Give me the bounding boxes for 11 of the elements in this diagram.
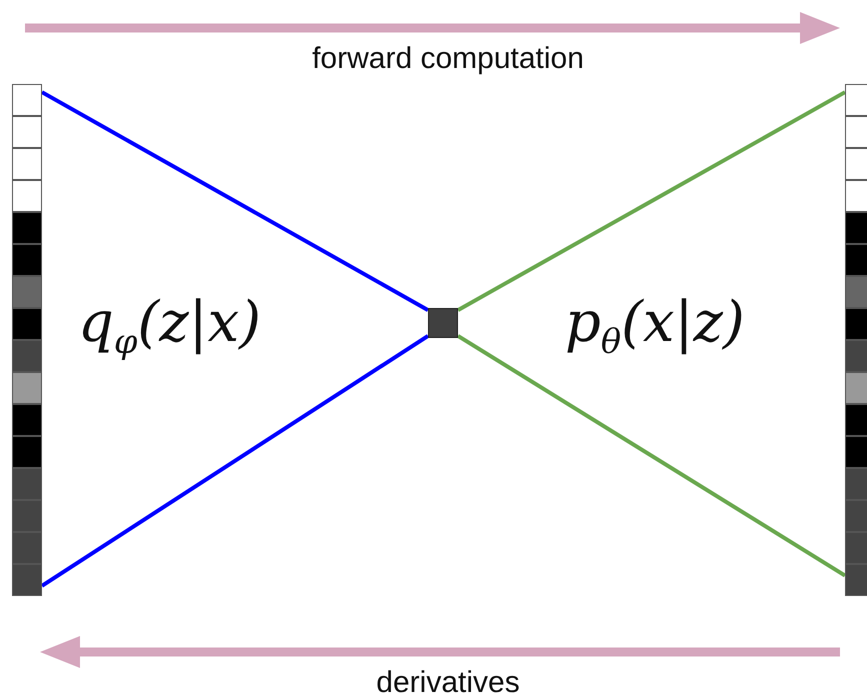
connector-line: [457, 90, 846, 312]
pixel-column: [845, 84, 867, 596]
decoder-formula: p$_{θ}$(x|z): [565, 290, 745, 361]
connector-line: [41, 90, 429, 312]
connector-line: [40, 334, 430, 588]
direction-label: derivatives: [376, 666, 520, 700]
encoder-formula: q$_{φ}$(z|x): [78, 290, 262, 361]
latent-square: [428, 308, 458, 338]
direction-label: forward computation: [312, 42, 584, 76]
connector-line: [456, 334, 846, 578]
pixel-column: [12, 84, 42, 596]
